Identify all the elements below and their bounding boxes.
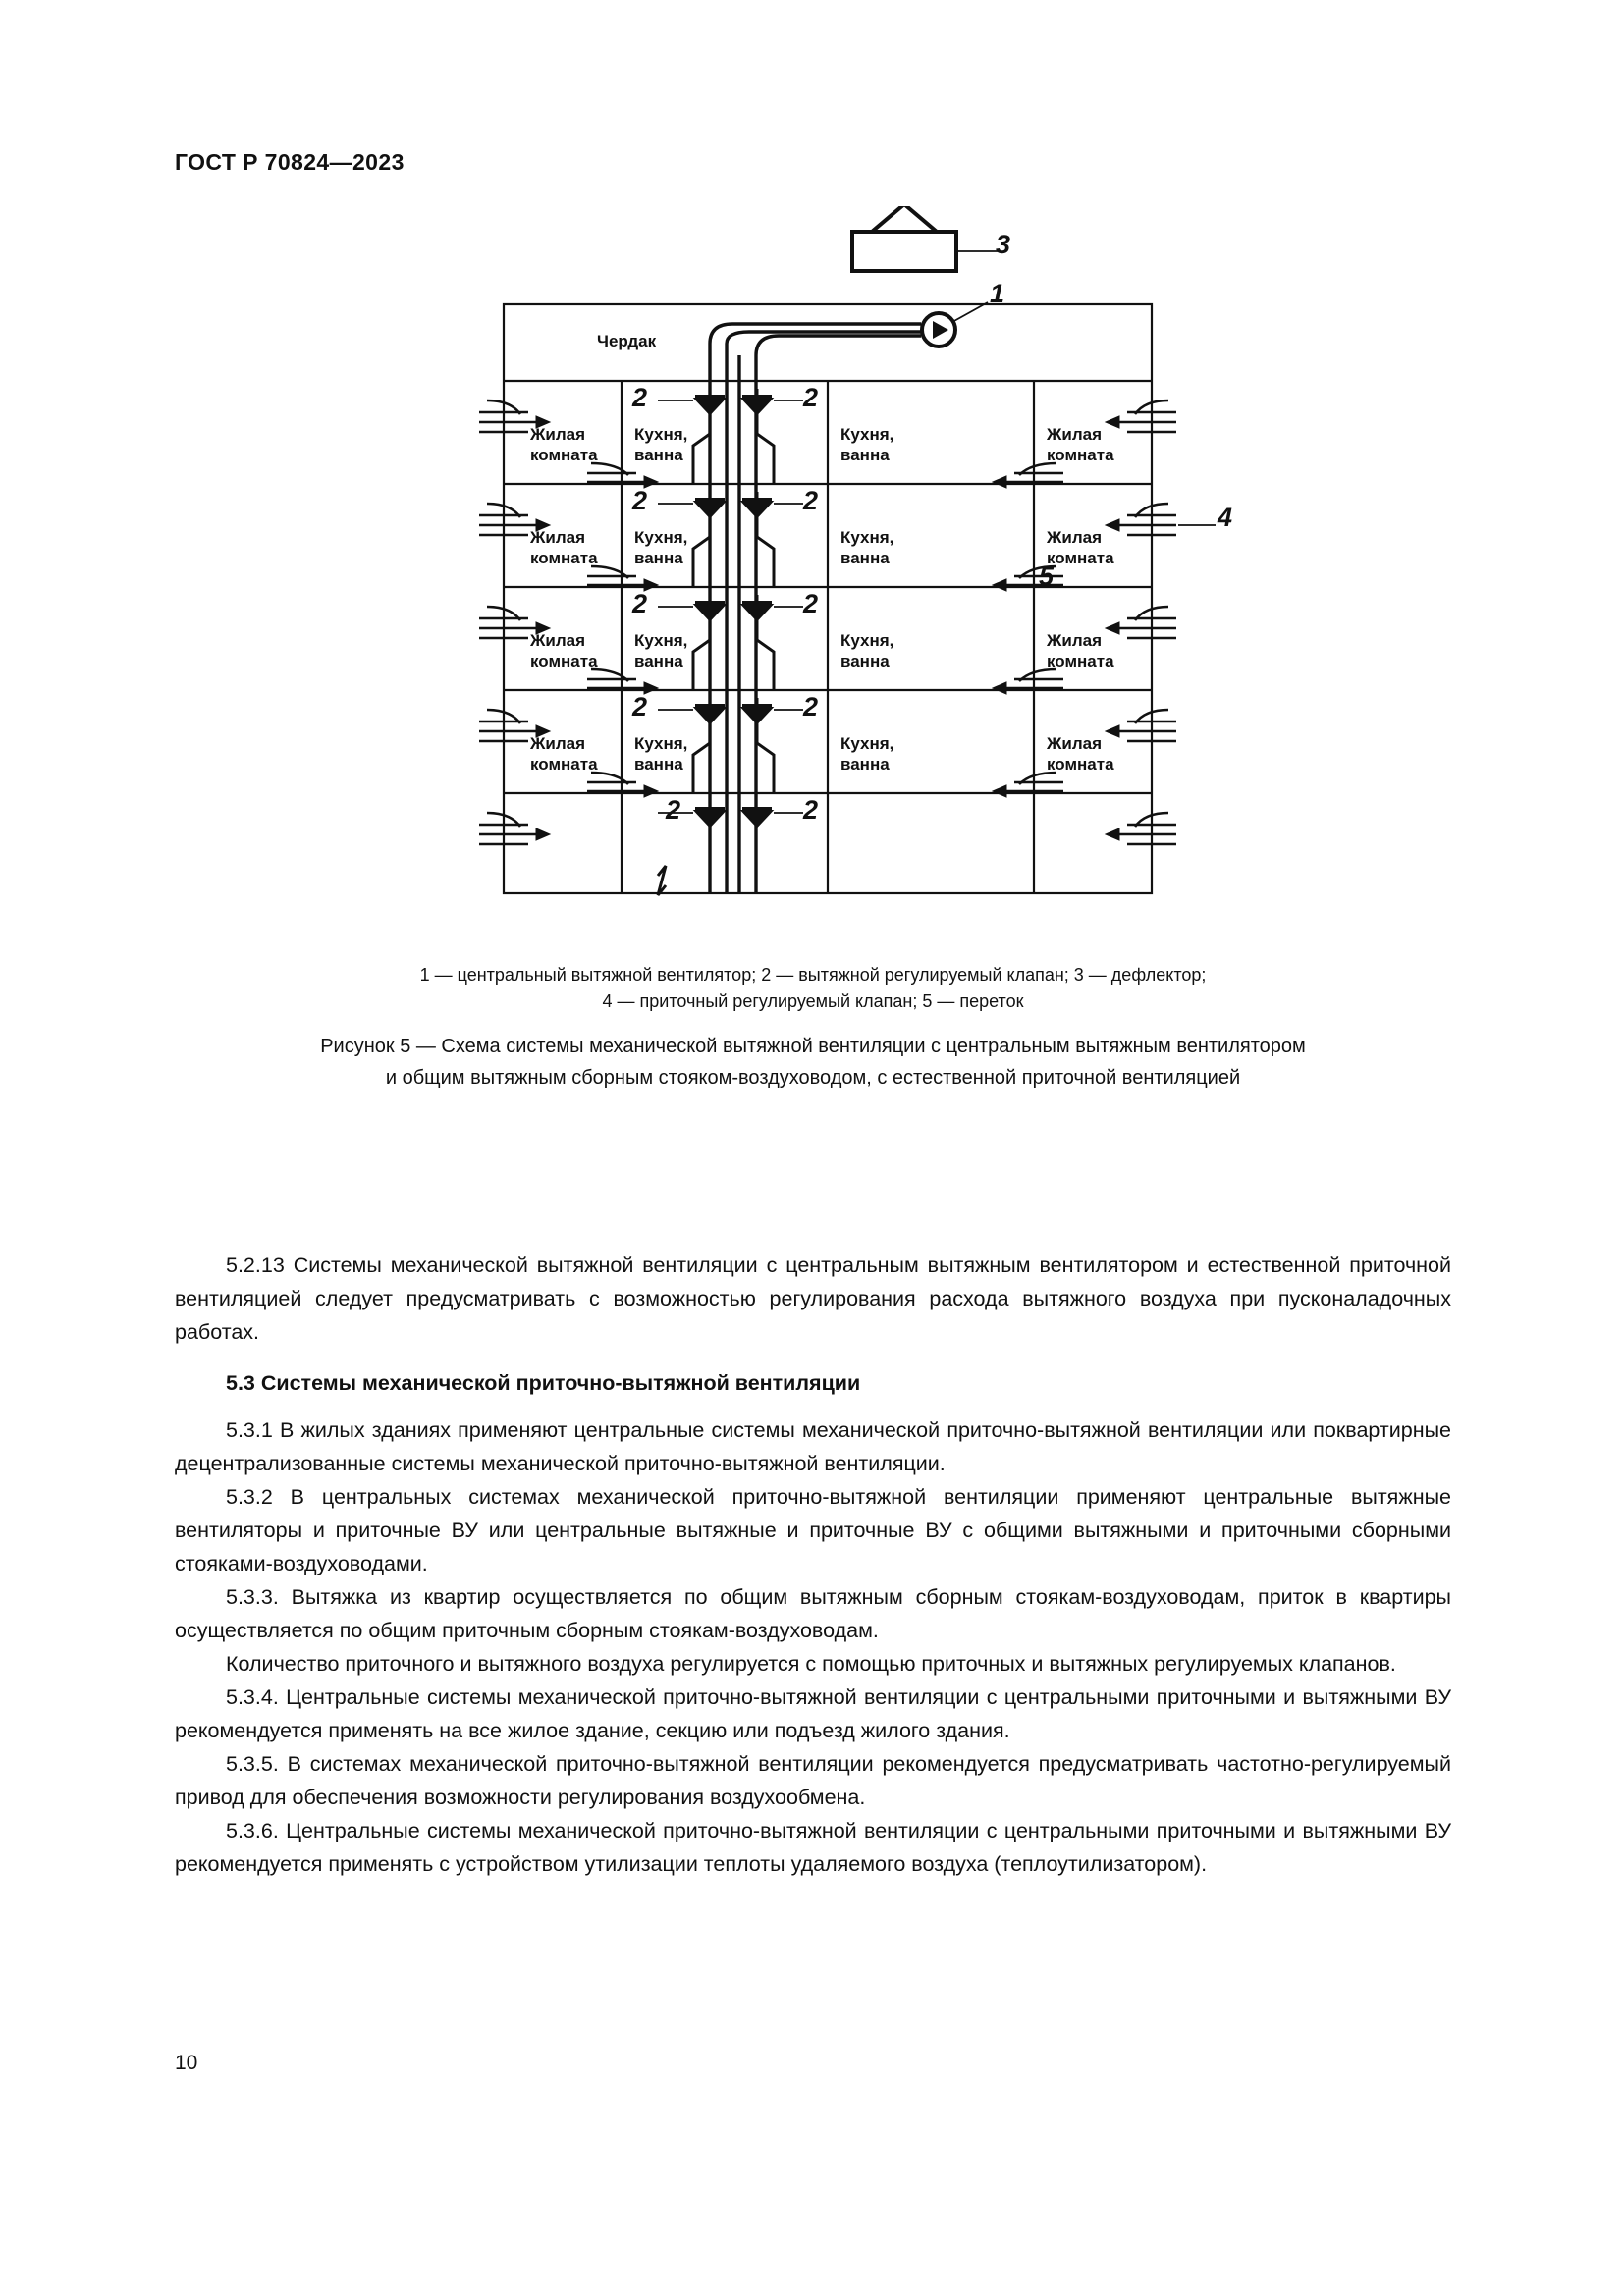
room-label-kitchen: Кухня, ванна xyxy=(840,528,894,567)
room-label-living: Жилая комната xyxy=(1047,734,1114,774)
page-number: 10 xyxy=(175,2052,198,2074)
callout-2-valve: 2 xyxy=(803,795,819,825)
figure-drawing: Чердак Жилая комната Кухня, ванна Кухня,… xyxy=(175,206,1451,1050)
paragraph-5-3-1: 5.3.1 В жилых зданиях применяют централь… xyxy=(175,1418,1451,1475)
paragraph-5-3-2: 5.3.2 В центральных системах механическо… xyxy=(175,1485,1451,1575)
body-text: 5.2.13 Системы механической вытяжной вен… xyxy=(175,1249,1451,1881)
callout-2-valve: 2 xyxy=(803,692,819,721)
callout-1-fan: 1 xyxy=(990,279,1005,308)
callout-2-valve: 2 xyxy=(803,383,819,412)
figure-caption-line-2: и общим вытяжным сборным стояком-воздухо… xyxy=(385,1067,1241,1089)
figure-legend-line-2: 4 — приточный регулируемый клапан; 5 — п… xyxy=(602,991,1024,1011)
figure-legend-line-1: 1 — центральный вытяжной вентилятор; 2 —… xyxy=(419,965,1207,985)
callout-2-valve: 2 xyxy=(632,692,648,721)
room-label-living: Жилая комната xyxy=(530,528,598,567)
paragraph-5-3-3b: Количество приточного и вытяжного воздух… xyxy=(226,1652,1396,1676)
callout-2-valve: 2 xyxy=(632,383,648,412)
callout-2-valve: 2 xyxy=(632,486,648,515)
figure-legend: 1 — центральный вытяжной вентилятор; 2 —… xyxy=(175,962,1451,1015)
callout-2-valve: 2 xyxy=(632,589,648,618)
attic-label: Чердак xyxy=(597,332,657,350)
callout-5-overflow: 5 xyxy=(1039,561,1055,591)
paragraph-5-2-13: 5.2.13 Системы механической вытяжной вен… xyxy=(175,1254,1451,1344)
room-label-kitchen: Кухня, ванна xyxy=(840,734,894,774)
figure-5: Чердак Жилая комната Кухня, ванна Кухня,… xyxy=(175,206,1451,1089)
room-label-living: Жилая комната xyxy=(1047,528,1114,567)
room-label-living: Жилая комната xyxy=(1047,425,1114,464)
heading-5-3: 5.3 Системы механической приточно-вытяжн… xyxy=(226,1371,861,1395)
page-header: ГОСТ Р 70824—2023 xyxy=(175,149,405,175)
room-label-kitchen: Кухня, ванна xyxy=(634,425,688,464)
figure-caption: Рисунок 5 — Схема системы механической в… xyxy=(175,1031,1451,1094)
paragraph-5-3-6: 5.3.6. Центральные системы механической … xyxy=(175,1819,1451,1876)
room-label-kitchen: Кухня, ванна xyxy=(634,631,688,670)
room-label-living: Жилая комната xyxy=(530,631,598,670)
room-label-living: Жилая комната xyxy=(530,425,598,464)
callout-4-inlet-valve: 4 xyxy=(1218,503,1233,532)
ventilation-schematic-svg xyxy=(479,206,1216,896)
paragraph-5-3-4: 5.3.4. Центральные системы механической … xyxy=(175,1685,1451,1742)
room-label-living: Жилая комната xyxy=(1047,631,1114,670)
paragraph-5-3-3: 5.3.3. Вытяжка из квартир осуществляется… xyxy=(175,1585,1451,1642)
callout-2-valve: 2 xyxy=(803,589,819,618)
callout-2-valve: 2 xyxy=(803,486,819,515)
callout-2-valve: 2 xyxy=(666,795,681,825)
room-label-kitchen: Кухня, ванна xyxy=(840,631,894,670)
figure-caption-line-1: Рисунок 5 — Схема системы механической в… xyxy=(320,1036,1306,1057)
room-label-kitchen: Кухня, ванна xyxy=(634,528,688,567)
paragraph-5-3-5: 5.3.5. В системах механической приточно-… xyxy=(175,1752,1451,1809)
room-label-kitchen: Кухня, ванна xyxy=(634,734,688,774)
room-label-kitchen: Кухня, ванна xyxy=(840,425,894,464)
callout-3-deflector: 3 xyxy=(996,230,1011,259)
room-label-living: Жилая комната xyxy=(530,734,598,774)
